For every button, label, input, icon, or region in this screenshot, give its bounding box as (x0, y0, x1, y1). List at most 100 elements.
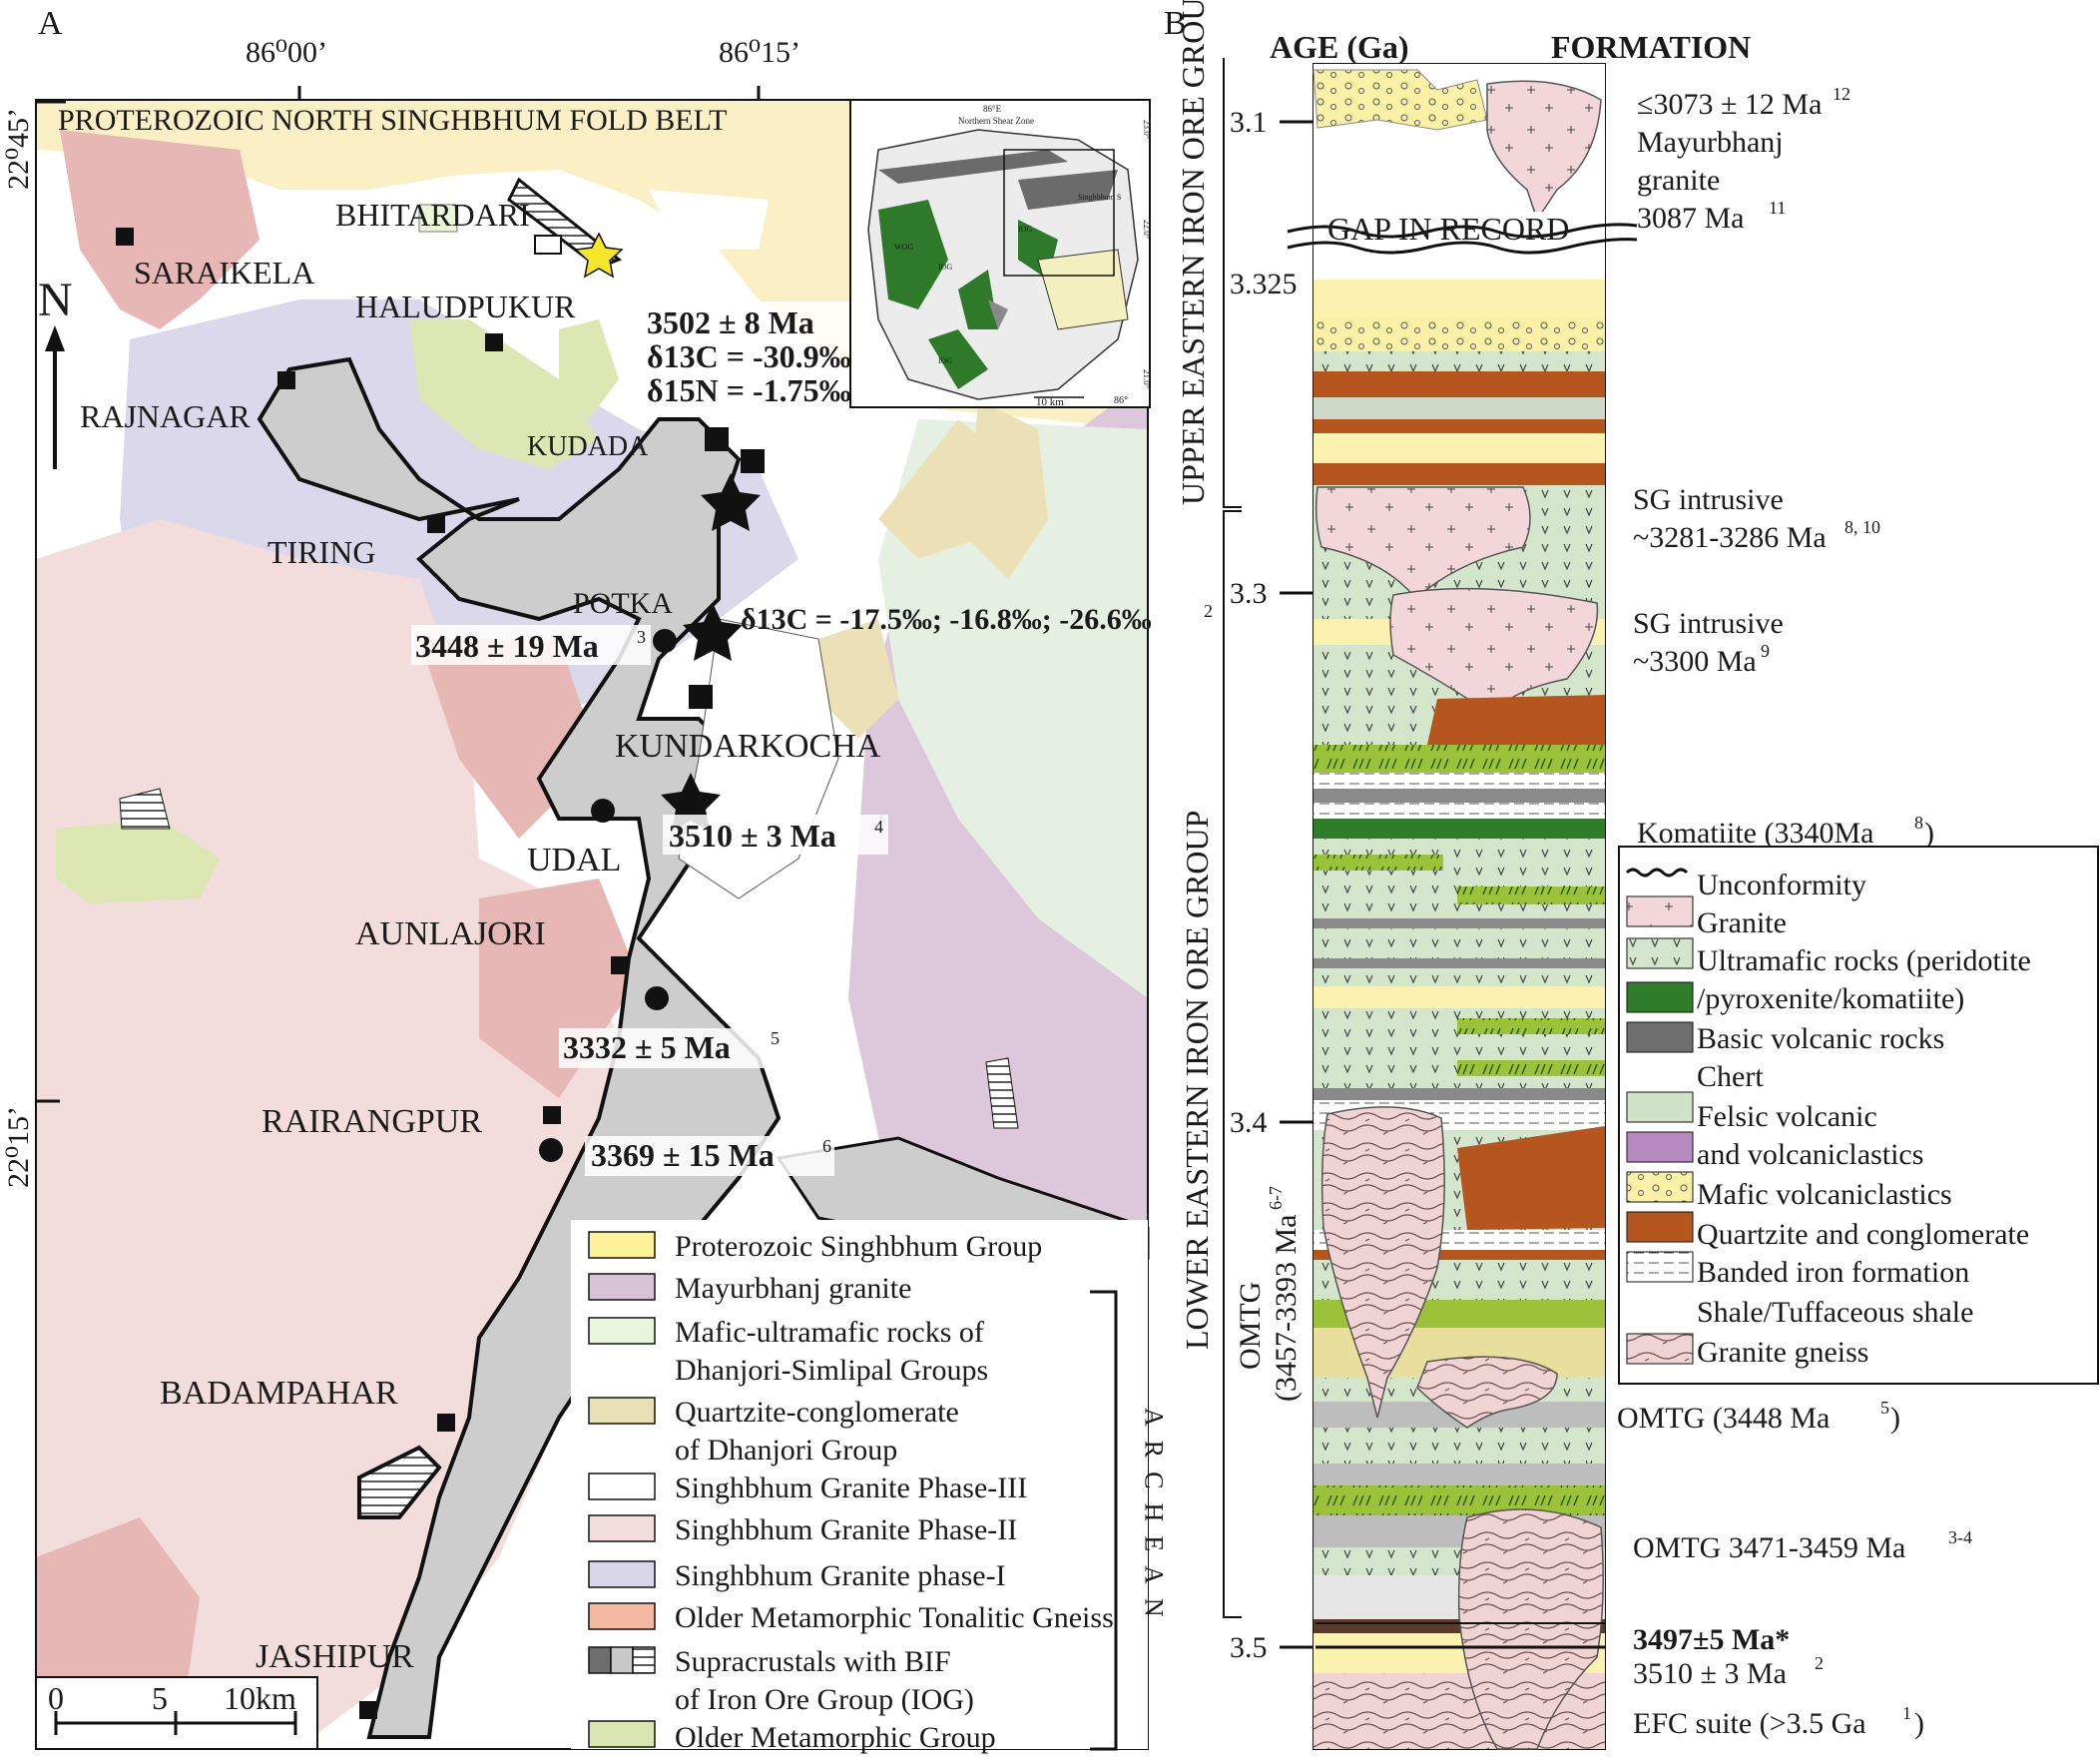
legend-b-swatch-gneiss (1626, 1333, 1694, 1365)
age-3332: 3332 ± 5 Ma (563, 1029, 731, 1065)
legend-b-label-unconformity: Unconformity (1697, 869, 1866, 901)
ann-efc-end: ) (1914, 1707, 1924, 1740)
inset-scale-label: 10 km (1036, 396, 1064, 408)
scale-label-5: 5 (152, 1680, 168, 1716)
legend-b-swatch-volcaniclastics (1626, 1131, 1694, 1163)
omtg-gneiss-body-1 (1320, 1106, 1445, 1419)
legend-b-swatch-quartzite (1626, 1211, 1694, 1243)
group-lower: LOWER EASTERN IRON ORE GROUP (1179, 811, 1215, 1350)
legend-a-label-3: Quartzite-conglomerate (675, 1396, 959, 1429)
legend-a-swatch-7 (588, 1602, 656, 1630)
mayurbhanj-granite-body (1486, 80, 1602, 222)
ann-omtg-3448-end: ) (1890, 1402, 1900, 1435)
bif-lens-3 (357, 1445, 442, 1519)
legend-b-swatch-komatiite (1626, 981, 1694, 1013)
age-axis: 3.1 3.325 3.3 3.4 3.5 (1230, 106, 1313, 1664)
panel-a-label: A (38, 5, 63, 42)
ann-sg2-a: SG intrusive (1633, 607, 1784, 640)
legend-b-label-basic-volcanic: Basic volcanic rocks (1697, 1022, 1944, 1055)
sg-intrusive-1 (1314, 486, 1531, 601)
lat-tick-1: 22⁰45’ (2, 108, 35, 190)
inset-unit-2: IOG (938, 263, 952, 272)
legend-a-label-3b: of Dhanjori Group (675, 1434, 897, 1467)
archean-label: ARCHEAN (1140, 1408, 1169, 1631)
place-potka: POTKA (573, 587, 673, 620)
legend-b-label-ultramafic: Ultramafic rocks (peridotite (1697, 944, 2031, 977)
ann-omtg-range: OMTG 3471-3459 Ma (1633, 1531, 1905, 1564)
legend-a-label-2b: Dhanjori-Simlipal Groups (675, 1354, 988, 1387)
age-3502-d13c: δ13C = -30.9‰ (647, 338, 851, 374)
legend-a-swatch-3 (588, 1397, 656, 1425)
legend-b-unconformity-icon (1625, 868, 1689, 878)
legend-a-swatch-5 (588, 1514, 656, 1542)
inset-unit-4: IOG (938, 356, 952, 365)
inset-unit-1: WOG (894, 243, 913, 252)
ann-mayurbhanj-granite: granite (1637, 164, 1720, 197)
legend-a-label-8: Supracrustals with BIF (675, 1645, 951, 1678)
sample-dots (539, 629, 677, 1162)
legend-b-swatch-basic-volcanic (1626, 1021, 1694, 1053)
legend-b-swatch-ultramafic (1626, 937, 1694, 969)
ann-efc-ref: 1 (1902, 1703, 1911, 1723)
bif-lens-4 (985, 1057, 1019, 1129)
north-label: N (38, 274, 73, 326)
header-formation: FORMATION (1551, 29, 1751, 65)
legend-b-label-shale: Shale/Tuffaceous shale (1697, 1296, 1973, 1329)
inset-shear-label: Singhbhum S (1078, 193, 1121, 202)
scale-label-0: 0 (48, 1680, 64, 1716)
age-3502: 3502 ± 8 Ma (647, 304, 814, 340)
legend-a-swatch-8 (588, 1646, 656, 1674)
ann-omtg-3448-ref: 5 (1880, 1398, 1889, 1418)
inset-bottom-right: 86° (1114, 395, 1128, 406)
age-3369-ref: 6 (822, 1136, 831, 1156)
legend-a-label-7: Older Metamorphic Tonalitic Gneiss (675, 1601, 1114, 1634)
age-tick-3-3: 3.3 (1230, 577, 1268, 610)
place-kudada: KUDADA (527, 431, 649, 462)
legend-b-label-mafic-volcaniclastics: Mafic volcaniclastics (1697, 1178, 1952, 1211)
ann-gap-age-ref: 11 (1769, 198, 1786, 218)
ann-3510: 3510 ± 3 Ma (1633, 1657, 1787, 1690)
ann-sg2-b: ~3300 Ma (1633, 645, 1757, 678)
place-jashipur: JASHIPUR (256, 1638, 414, 1675)
ann-omtg-3448: OMTG (3448 Ma (1617, 1402, 1830, 1435)
legend-a-swatches (588, 1231, 656, 1748)
legend-b-label-bif: Banded iron formation (1697, 1256, 1969, 1289)
ann-sg1-a: SG intrusive (1633, 483, 1784, 516)
legend-a-label-5: Singhbhum Granite Phase-II (675, 1513, 1017, 1546)
ann-efc: EFC suite (>3.5 Ga (1633, 1707, 1866, 1740)
lat-tick-2: 22⁰15’ (2, 1106, 35, 1188)
ann-mayurbhanj-name: Mayurbhanj (1637, 126, 1784, 159)
age-3510: 3510 ± 3 Ma (669, 818, 836, 854)
legend-b: Unconformity Granite Ultramafic rocks (p… (1618, 846, 2099, 1385)
panel-b: B AGE (Ga) FORMATION GAP IN RECORD (1164, 0, 2099, 1750)
inset-map: 86°E Northern Shear Zone Singhbhum S WOG… (849, 99, 1152, 408)
legend-b-label-ultramafic-2: /pyroxenite/komatiite) (1697, 982, 1964, 1015)
gap-in-record: GAP IN RECORD (1327, 211, 1569, 247)
scale-bar: 0 5 10km (35, 1676, 318, 1750)
place-rajnagar: RAJNAGAR (80, 398, 251, 434)
legend-a-swatch-0 (588, 1231, 656, 1259)
legend-a-label-2: Mafic-ultramafic rocks of (675, 1316, 984, 1349)
ann-omtg-range-ref: 3-4 (1948, 1527, 1972, 1547)
inset-lat-2: 22.0° (1142, 220, 1152, 240)
inset-top-label: 86°E (983, 104, 1002, 114)
place-haludpukur: HALUDPUKUR (355, 289, 576, 324)
legend-a-label-9: Older Metamorphic Group (675, 1721, 996, 1754)
legend-a-label-6: Singhbhum Granite phase-I (675, 1559, 1006, 1592)
omtg-gneiss-body-3 (1457, 1508, 1604, 1750)
scale-label-10km: 10km (224, 1680, 296, 1716)
age-tick-3-325: 3.325 (1230, 268, 1298, 300)
inset-sub-label: Northern Shear Zone (958, 116, 1034, 126)
legend-b-label-quartzite: Quartzite and conglomerate (1697, 1218, 2029, 1251)
place-udal: UDAL (527, 842, 621, 879)
legend-b-label-felsic-2: and volcaniclastics (1697, 1138, 1923, 1171)
potka-isotopes: δ13C = -17.5‰; -16.8‰; -26.6‰ (741, 603, 1152, 636)
place-saraikela: SARAIKELA (134, 255, 314, 291)
place-kundarkocha: KUNDARKOCHA (615, 728, 881, 765)
lower-eiog-stack (1313, 485, 1605, 1750)
group-upper: UPPER EASTERN IRON ORE GROUP (1175, 0, 1211, 505)
place-badampahar: BADAMPAHAR (160, 1375, 398, 1412)
potka-isotopes-ref: 2 (1204, 601, 1213, 621)
age-3369: 3369 ± 15 Ma (591, 1137, 775, 1173)
